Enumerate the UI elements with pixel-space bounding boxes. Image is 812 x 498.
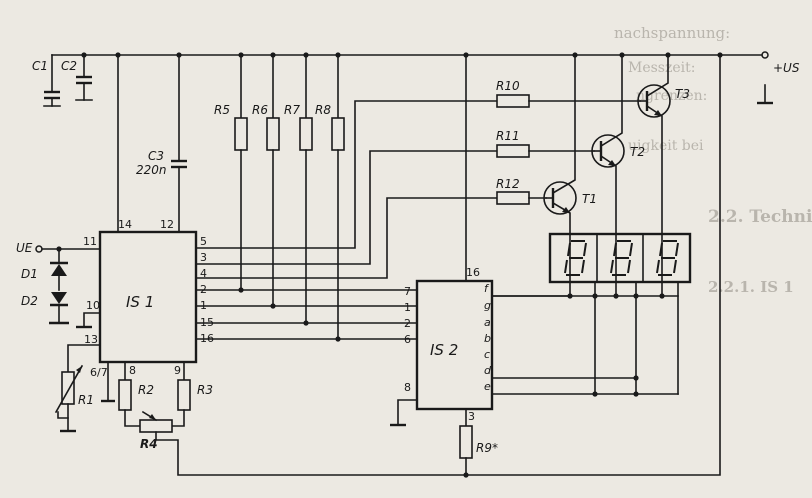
bleed-text-4: uigkeit bei — [628, 138, 704, 154]
is1-pin-67: 6/7 — [90, 366, 108, 379]
is1-pin-4: 4 — [200, 267, 207, 280]
c2-label: C2 — [61, 59, 77, 73]
is2-pin-8: 8 — [404, 381, 411, 394]
resistor-r1: R1 — [54, 344, 101, 433]
background-bleed-text: nachspannung: Messzeit: ngrenzen: uigkei… — [614, 24, 812, 296]
t3-label: T3 — [675, 87, 690, 101]
is2-pin-3: 3 — [468, 410, 475, 423]
r7-label: R7 — [284, 103, 300, 117]
ic-is1: IS 1 14 12 11 10 13 6/7 8 9 5 3 4 2 1 15… — [83, 218, 214, 379]
is1-pin-5: 5 — [200, 235, 207, 248]
r5-label: R5 — [214, 103, 230, 117]
c1-label: C1 — [32, 59, 48, 73]
r3-label: R3 — [197, 383, 213, 397]
r8-label: R8 — [315, 103, 331, 117]
r11-label: R11 — [496, 129, 520, 143]
is2-pin-a: a — [484, 316, 491, 329]
is2-pin-g: g — [484, 299, 491, 312]
is2-pin8-ground — [390, 399, 418, 427]
r10-label: R10 — [496, 79, 520, 93]
is2-pin-7: 7 — [404, 285, 411, 298]
input-ue: UE — [16, 241, 101, 255]
is2-pin-6: 6 — [404, 333, 411, 346]
is2-pin-2: 2 — [404, 317, 411, 330]
is1-pin-3: 3 — [200, 251, 207, 264]
resistor-r7: R7 — [284, 54, 313, 326]
is2-pin-1: 1 — [404, 301, 411, 314]
r1-label: R1 — [78, 393, 94, 407]
is1-pin10-ground — [76, 312, 101, 329]
seven-segment-display — [548, 232, 692, 284]
is1-label: IS 1 — [126, 293, 154, 311]
r12-label: R12 — [496, 177, 520, 191]
is2-pin-e: e — [484, 380, 491, 393]
c3-label: C3 — [148, 149, 164, 163]
capacitor-c2: C2 — [61, 54, 93, 101]
d1-label: D1 — [21, 267, 38, 281]
is1-output-wires — [195, 100, 498, 340]
r4-label: R4 — [140, 437, 158, 451]
is2-pin-c: c — [484, 348, 490, 361]
bleed-text-1: nachspannung: — [614, 24, 730, 42]
is1-pin-9: 9 — [174, 364, 181, 377]
display-digit-1 — [564, 240, 587, 276]
c3-value: 220n — [136, 163, 167, 177]
r9-label: R9* — [476, 441, 498, 455]
is1-pin-11: 11 — [83, 235, 97, 248]
is1-pin67-ground — [101, 361, 115, 403]
is1-pin-12: 12 — [160, 218, 174, 231]
transistor-t2: T2 — [591, 54, 645, 299]
resistor-r3: R3 — [171, 361, 213, 427]
diodes-d1-d2: D1 D2 — [21, 248, 69, 325]
d2-label: D2 — [21, 294, 38, 308]
is1-pin-14: 14 — [118, 218, 132, 231]
bleed-text-5: 2.2. Technische Daten der IS — [708, 207, 812, 227]
t1-label: T1 — [582, 192, 597, 206]
transistor-t1: T1 — [543, 54, 597, 299]
resistor-r5: R5 — [214, 54, 248, 293]
resistor-r4: R4 — [139, 54, 721, 476]
is2-pin-d: d — [484, 364, 492, 377]
resistor-r10: R10 — [496, 79, 641, 108]
is2-pin-f: f — [484, 282, 490, 295]
is2-pin-16: 16 — [466, 266, 480, 279]
ue-label: UE — [16, 241, 33, 255]
is1-pin-13: 13 — [84, 333, 98, 346]
t2-label: T2 — [630, 145, 645, 159]
display-digit-3 — [656, 240, 679, 276]
resistor-r12: R12 — [496, 177, 547, 205]
resistor-r6: R6 — [252, 54, 280, 309]
is1-pin-8: 8 — [129, 364, 136, 377]
is2-label: IS 2 — [430, 341, 458, 359]
r2-label: R2 — [138, 383, 154, 397]
capacitor-c3: C3 220n — [136, 54, 187, 233]
is1-pin-10: 10 — [86, 299, 100, 312]
resistor-r2: R2 — [118, 361, 154, 427]
bleed-text-6: 2.2.1. IS 1 — [708, 278, 794, 296]
segment-bus — [491, 281, 679, 397]
resistor-r11: R11 — [496, 129, 595, 158]
r6-label: R6 — [252, 103, 268, 117]
capacitor-c1: C1 — [32, 54, 61, 107]
transistor-t3: T3 — [637, 54, 690, 299]
resistor-r9: R9* — [459, 408, 498, 478]
bleed-text-2: Messzeit: — [628, 60, 695, 76]
is2-pin-b: b — [484, 332, 491, 345]
resistor-r8: R8 — [315, 54, 345, 342]
us-label: +US — [773, 61, 800, 75]
display-digit-2 — [610, 240, 633, 276]
ic-is2: IS 2 16 7 1 2 6 8 3 f g a b c d e — [404, 266, 494, 423]
